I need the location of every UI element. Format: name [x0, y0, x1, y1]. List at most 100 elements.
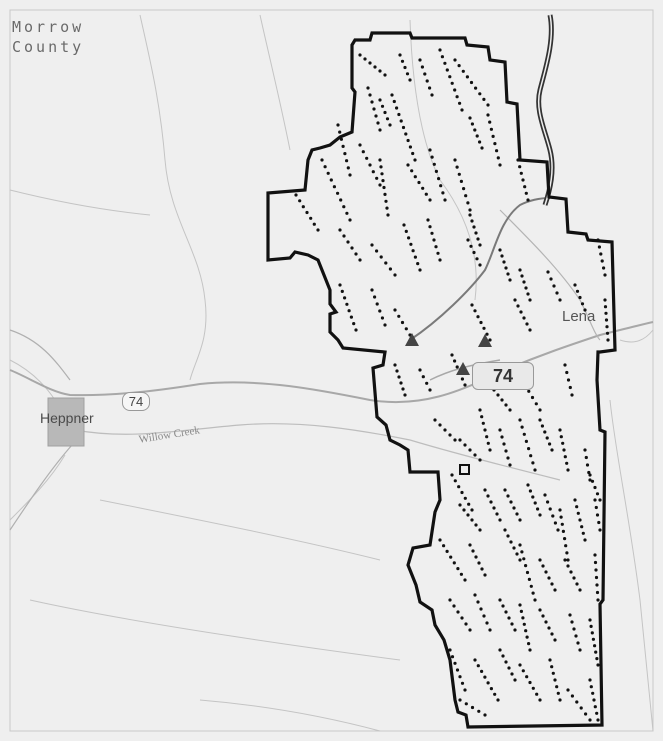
turbine-dot [595, 583, 599, 587]
turbine-dot [418, 268, 422, 272]
turbine-dot [507, 666, 511, 670]
turbine-dot [561, 441, 565, 445]
turbine-dot [595, 513, 600, 517]
turbine-dot [533, 468, 537, 472]
turbine-dot [506, 494, 510, 498]
turbine-dot [368, 163, 372, 167]
turbine-dot [558, 508, 562, 512]
turbine-dot [585, 463, 590, 467]
turbine-dot [603, 305, 608, 309]
town-label-heppner: Heppner [40, 410, 94, 426]
turbine-dot [504, 610, 508, 614]
turbine-dot [372, 107, 376, 111]
turbine-dot [531, 686, 535, 690]
turbine-dot [583, 448, 587, 452]
turbine-dot [312, 222, 316, 226]
turbine-dot [438, 48, 442, 52]
turbine-dot [553, 588, 557, 592]
turbine-dot [479, 320, 483, 325]
turbine-dot [521, 616, 525, 620]
turbine-dot [354, 252, 358, 256]
turbine-dot [397, 112, 401, 117]
turbine-dot [399, 381, 403, 385]
turbine-dot [604, 318, 609, 322]
turbine-dot [596, 238, 600, 242]
turbine-dot [443, 61, 447, 65]
turbine-dot [453, 438, 457, 442]
turbine-dot [558, 298, 562, 302]
turbine-dot [450, 353, 454, 357]
turbine-dot [393, 273, 397, 277]
turbine-dot [528, 680, 532, 685]
turbine-dot [559, 515, 563, 519]
turbine-dot [342, 205, 346, 209]
turbine-dot [424, 192, 428, 196]
turbine-dot [530, 395, 535, 400]
turbine-dot [338, 228, 342, 232]
turbine-dot [448, 598, 452, 602]
turbine-dot [605, 331, 610, 335]
turbine-dot [471, 549, 475, 553]
turbine-dot [599, 252, 603, 256]
turbine-dot [594, 575, 599, 580]
turbine-dot [343, 152, 347, 156]
turbine-dot [558, 428, 562, 432]
turbine-dot [455, 668, 460, 672]
turbine-dot [455, 95, 459, 99]
turbine-dot [529, 584, 533, 588]
turbine-dot [478, 458, 482, 462]
turbine-dot [580, 525, 584, 529]
turbine-dot [521, 178, 525, 182]
turbine-dot [468, 448, 472, 452]
turbine-dot [455, 165, 459, 169]
turbine-dot [518, 603, 522, 607]
turbine-dot [450, 655, 455, 659]
turbine-dot [399, 119, 403, 123]
town-label-lena: Lena [562, 308, 596, 325]
turbine-dot [469, 80, 474, 85]
turbine-dot [525, 570, 530, 575]
turbine-dot [574, 634, 578, 638]
turbine-dot [470, 122, 474, 126]
turbine-dot [480, 146, 484, 150]
turbine-dot [473, 658, 477, 662]
turbine-dot [463, 443, 467, 447]
turbine-dot [326, 171, 330, 175]
drainage-line [29, 599, 401, 661]
turbine-dot [434, 245, 438, 249]
turbine-dot [463, 496, 467, 500]
turbine-dot [522, 557, 526, 561]
highway-74-road [9, 321, 654, 404]
turbine-dot [581, 531, 585, 535]
turbine-dot [411, 151, 415, 156]
turbine-dot [456, 567, 460, 571]
turbine-dot [518, 268, 522, 272]
turbine-dot [527, 447, 531, 451]
turbine-dot [549, 277, 553, 281]
turbine-dot [495, 149, 499, 153]
turbine-dot [521, 669, 525, 673]
turbine-dot [354, 328, 358, 332]
turbine-dot [518, 543, 522, 547]
turbine-dot [606, 338, 610, 342]
turbine-dot [470, 705, 475, 710]
turbine-dot [473, 128, 477, 132]
turbine-dot [466, 201, 470, 205]
turbine-dot [518, 558, 522, 562]
turbine-dot [573, 283, 577, 287]
turbine-dot [418, 58, 422, 62]
turbine-dot [498, 163, 502, 167]
turbine-dot [478, 528, 482, 532]
turbine-dot [478, 243, 482, 247]
turbine-dot [602, 266, 606, 270]
turbine-markers [294, 48, 610, 722]
turbine-dot [421, 375, 425, 379]
turbine-dot [403, 65, 407, 70]
turbine-dot [442, 544, 446, 548]
turbine-dot [570, 393, 574, 397]
turbine-dot [515, 552, 519, 556]
turbine-dot [348, 173, 352, 177]
turbine-dot [368, 61, 372, 65]
turbine-dot [540, 424, 545, 428]
